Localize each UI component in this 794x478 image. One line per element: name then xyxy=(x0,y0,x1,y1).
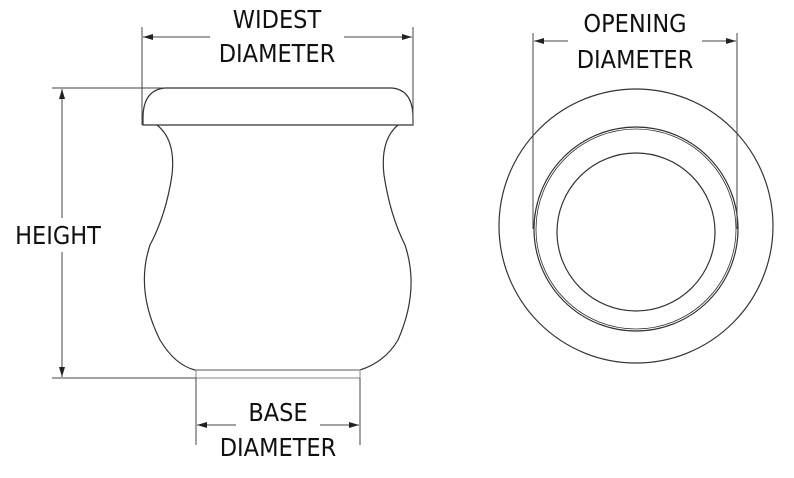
pot-side-view xyxy=(142,87,414,379)
opening-circle xyxy=(533,126,739,332)
height-dimension xyxy=(52,87,196,379)
widest-diameter-dimension xyxy=(141,27,414,125)
opening-inner-edge-circle xyxy=(535,128,737,330)
outer-rim-circle xyxy=(498,88,774,364)
opening-diameter-dimension xyxy=(532,33,738,229)
pot-body xyxy=(143,124,412,371)
opening-label-line2: DIAMETER xyxy=(577,45,694,74)
widest-label-line1: WIDEST xyxy=(233,5,322,34)
opening-label-line1: OPENING xyxy=(583,9,686,38)
base-label-line2: DIAMETER xyxy=(220,433,337,462)
pot-top-view xyxy=(498,88,774,364)
base-diameter-dimension xyxy=(195,378,361,445)
base-label-line1: BASE xyxy=(248,398,307,427)
pot-lip xyxy=(142,87,414,126)
pot-base xyxy=(195,369,361,379)
widest-label-line2: DIAMETER xyxy=(219,39,336,68)
inner-base-circle xyxy=(556,152,716,312)
height-label: HEIGHT xyxy=(15,221,101,250)
